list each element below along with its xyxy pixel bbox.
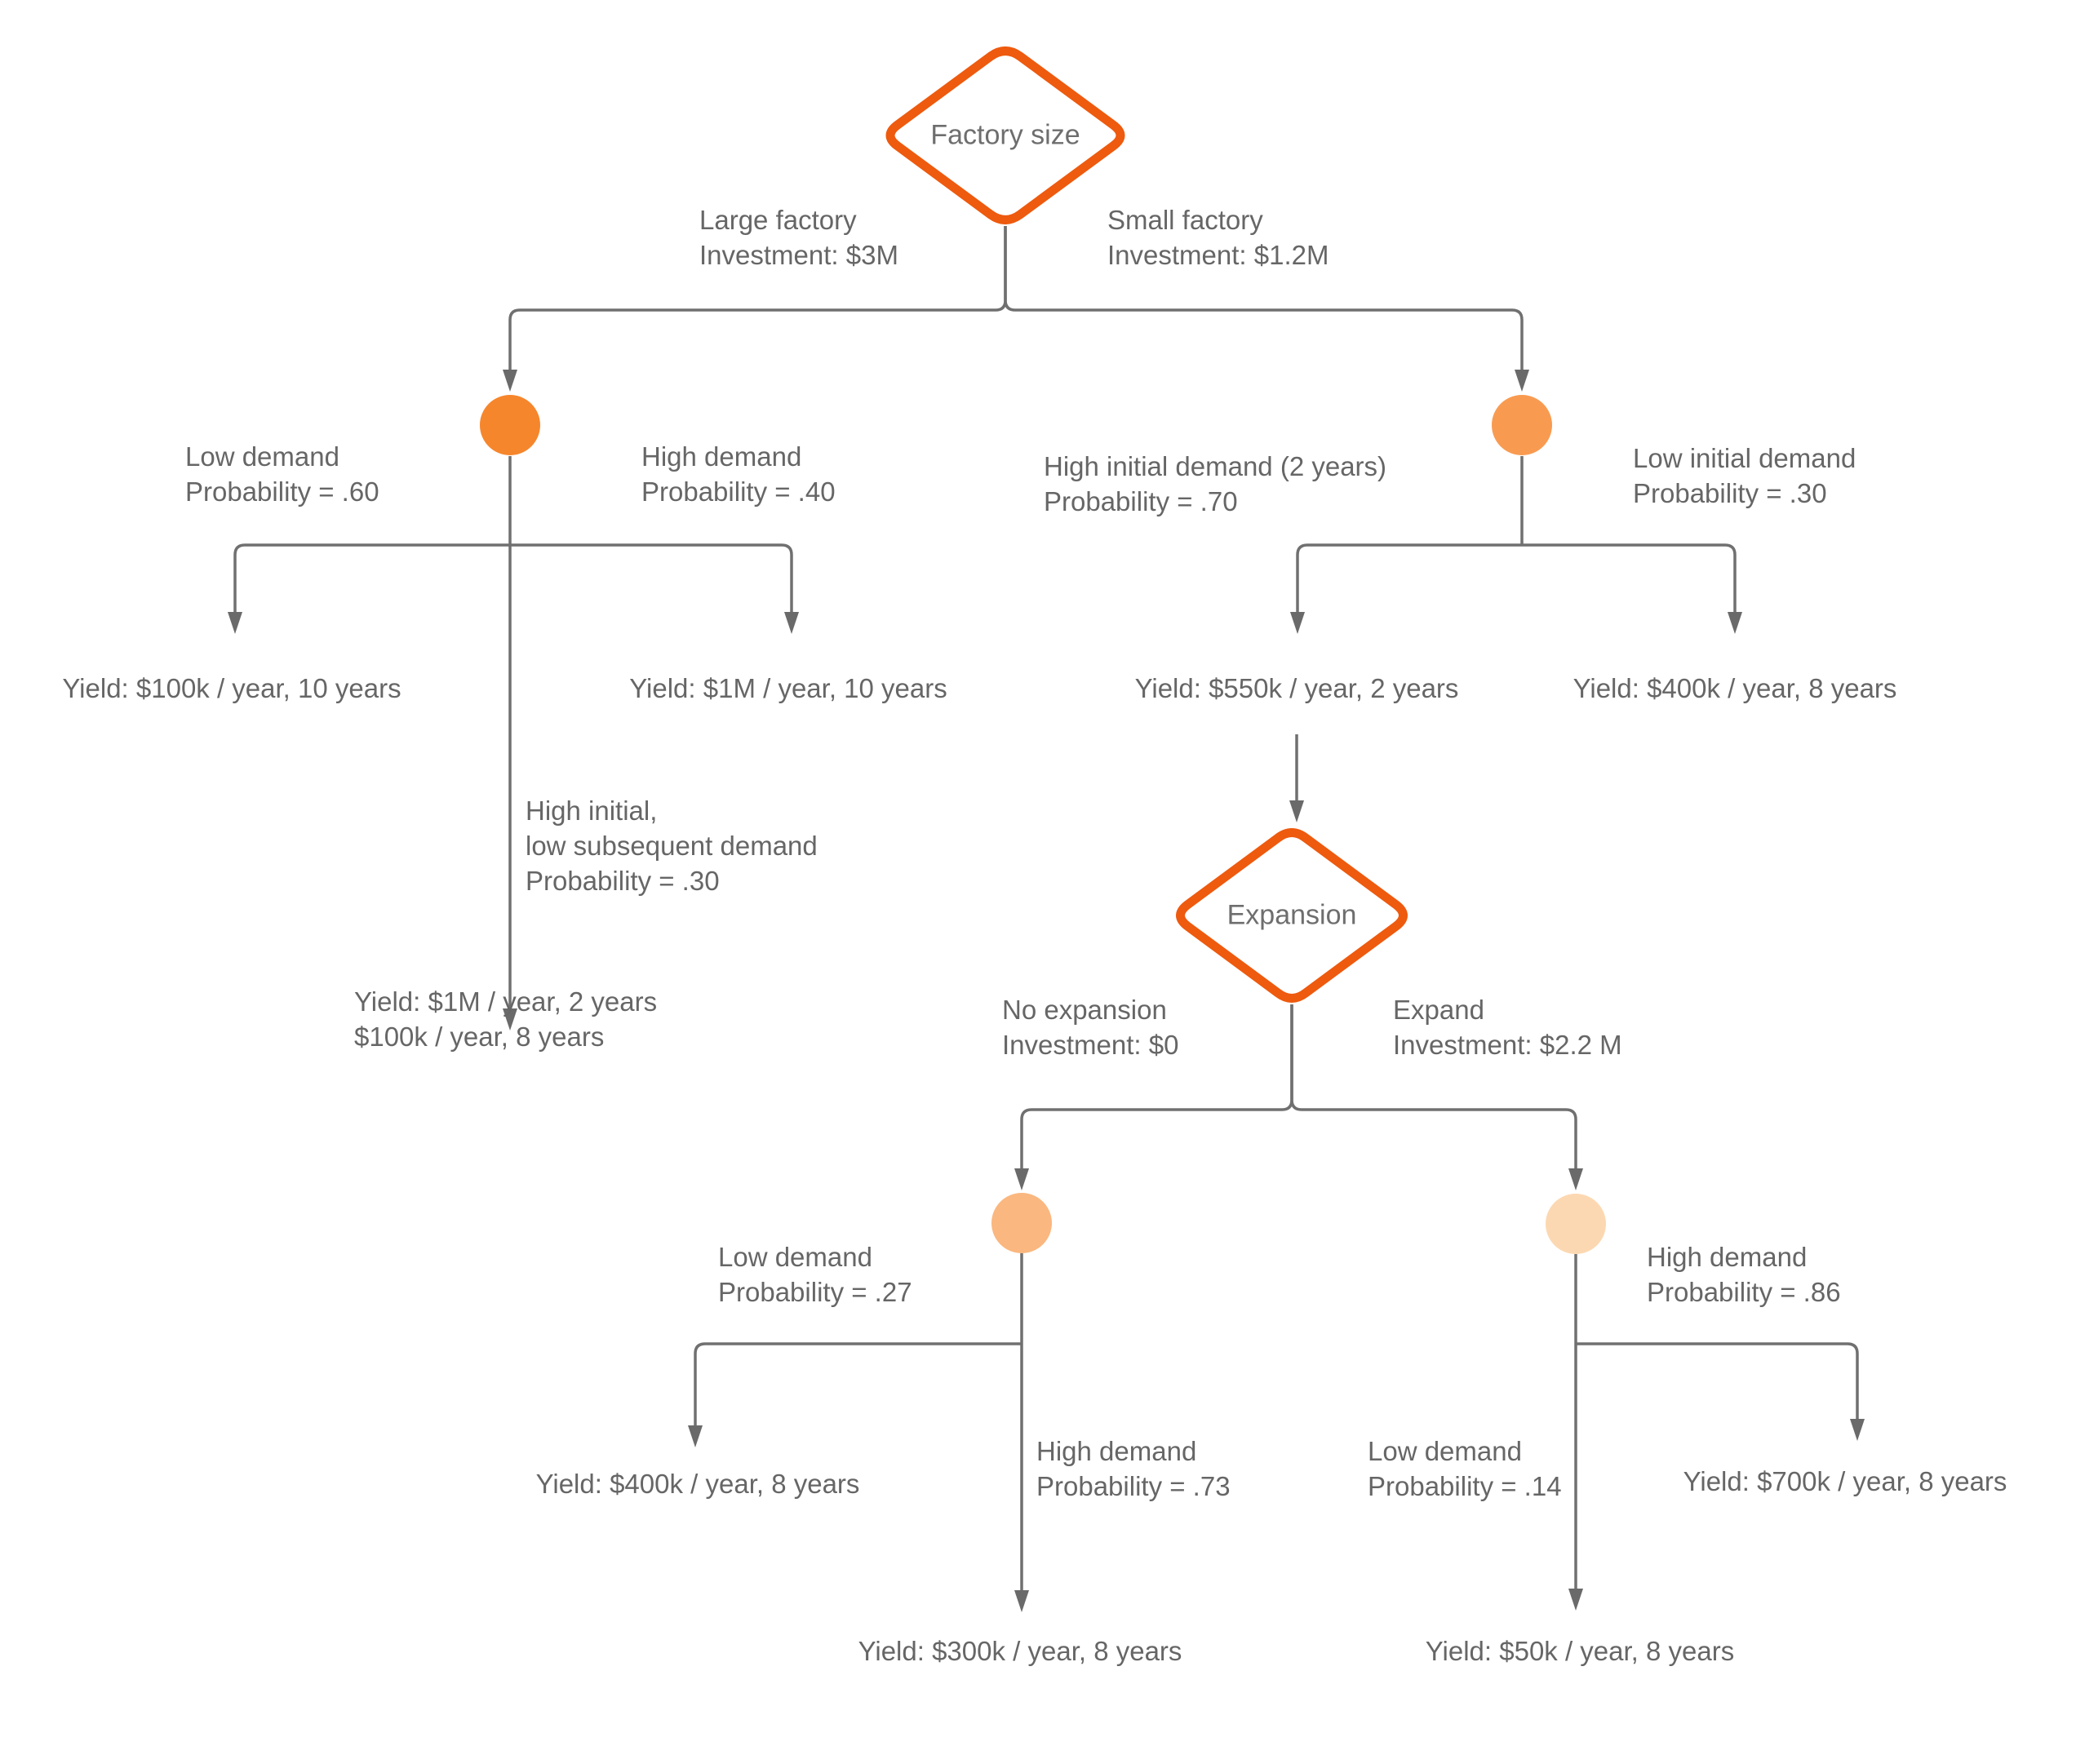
- branch-label-high-initial-low-subsequent: High initial, low subsequent demand Prob…: [526, 793, 818, 898]
- branch-label-line: Probability = .86: [1647, 1277, 1841, 1307]
- connector-large-split: [233, 543, 793, 612]
- arrowheads: [228, 370, 1865, 1612]
- branch-label-large-factory: Large factory Investment: $3M: [699, 202, 898, 273]
- branch-label-small-factory: Small factory Investment: $1.2M: [1107, 202, 1329, 273]
- branch-label-line: Low demand: [718, 1242, 872, 1272]
- branch-label-high-initial-demand-70: High initial demand (2 years) Probabilit…: [1044, 449, 1386, 519]
- connector-expansion-to-expand: [1290, 1004, 1577, 1168]
- outcome-no-exp-high: Yield: $300k / year, 8 years: [858, 1636, 1182, 1666]
- chance-node-no-expansion: [991, 1193, 1052, 1253]
- arrowhead: [1289, 800, 1304, 822]
- chance-node-expand: [1546, 1194, 1606, 1254]
- branch-label-line: Probability = .30: [526, 866, 720, 896]
- branch-label-expand: Expand Investment: $2.2 M: [1393, 992, 1622, 1062]
- arrowhead: [688, 1425, 703, 1447]
- connector-expand-right-arm: [1576, 1342, 1859, 1419]
- decision-node-factory-size: [885, 47, 1125, 224]
- outcome-small-high-initial: Yield: $550k / year, 2 years: [1134, 673, 1459, 703]
- chance-node-large-factory: [480, 395, 540, 455]
- arrowhead: [1014, 1168, 1029, 1190]
- branch-label-line: No expansion: [1002, 995, 1167, 1025]
- connector-root-to-small: [1004, 226, 1524, 371]
- arrowhead: [784, 612, 799, 634]
- branch-label-line: Probability = .30: [1633, 478, 1827, 508]
- branch-label-low-demand-27: Low demand Probability = .27: [718, 1239, 912, 1310]
- decision-label-expansion: Expansion: [1227, 899, 1357, 931]
- branch-label-line: Investment: $2.2 M: [1393, 1030, 1622, 1060]
- outcome-line: $100k / year, 8 years: [354, 1022, 605, 1052]
- arrowhead: [1728, 612, 1742, 634]
- arrowhead: [1568, 1589, 1583, 1611]
- arrowhead: [1014, 1590, 1029, 1612]
- branch-label-high-demand-40: High demand Probability = .40: [641, 439, 836, 509]
- outcome-exp-high: Yield: $700k / year, 8 years: [1683, 1466, 2007, 1496]
- branch-label-line: Probability = .27: [718, 1277, 912, 1307]
- arrowhead: [1515, 370, 1529, 392]
- connector-noexp-left-arm: [694, 1342, 1022, 1425]
- branch-label-line: High initial demand (2 years): [1044, 451, 1387, 481]
- branch-label-no-expansion: No expansion Investment: $0: [1002, 992, 1178, 1062]
- arrowhead: [503, 1008, 517, 1030]
- arrowhead: [1290, 612, 1305, 634]
- outcome-large-high-low: Yield: $1M / year, 2 years $100k / year,…: [354, 984, 657, 1054]
- branch-label-line: Probability = .40: [641, 476, 836, 507]
- branch-label-high-demand-73: High demand Probability = .73: [1036, 1434, 1231, 1504]
- outcome-small-low-initial: Yield: $400k / year, 8 years: [1573, 673, 1897, 703]
- branch-label-low-initial-demand-30: Low initial demand Probability = .30: [1633, 441, 1856, 511]
- branch-label-line: Low demand: [185, 441, 339, 472]
- outcome-line: Yield: $1M / year, 2 years: [354, 986, 658, 1017]
- branch-label-line: Small factory: [1107, 205, 1263, 235]
- branch-label-low-demand-60: Low demand Probability = .60: [185, 439, 379, 509]
- decision-node-expansion: [1176, 828, 1408, 1003]
- branch-label-line: Probability = .60: [185, 476, 379, 507]
- branch-label-line: High demand: [1647, 1242, 1808, 1272]
- connector-lines: [233, 226, 1859, 1590]
- chance-node-small-factory: [1492, 395, 1552, 455]
- branch-label-high-demand-86: High demand Probability = .86: [1647, 1239, 1841, 1310]
- branch-label-line: High demand: [641, 441, 802, 472]
- branch-label-line: Probability = .70: [1044, 486, 1238, 516]
- branch-label-line: Investment: $0: [1002, 1030, 1179, 1060]
- connector-small-split: [1296, 543, 1737, 612]
- branch-label-line: Large factory: [699, 205, 857, 235]
- branch-label-line: Investment: $1.2M: [1107, 240, 1329, 270]
- branch-label-line: Low initial demand: [1633, 443, 1856, 473]
- branch-label-line: Probability = .73: [1036, 1471, 1231, 1501]
- arrowhead: [228, 612, 242, 634]
- arrowhead: [503, 370, 517, 392]
- outcome-exp-low: Yield: $50k / year, 8 years: [1425, 1636, 1735, 1666]
- branch-label-line: Probability = .14: [1368, 1471, 1562, 1501]
- outcome-large-low: Yield: $100k / year, 10 years: [62, 673, 401, 703]
- outcome-large-high: Yield: $1M / year, 10 years: [629, 673, 947, 703]
- branch-label-line: Investment: $3M: [699, 240, 898, 270]
- branch-label-line: High demand: [1036, 1436, 1197, 1466]
- arrowhead: [1568, 1168, 1583, 1190]
- decision-label-factory-size: Factory size: [930, 119, 1080, 151]
- branch-label-line: Expand: [1393, 995, 1484, 1025]
- outcome-no-exp-low: Yield: $400k / year, 8 years: [535, 1469, 860, 1499]
- branch-label-line: High initial,: [526, 796, 658, 826]
- arrowhead: [1850, 1419, 1865, 1441]
- branch-label-line: low subsequent demand: [526, 831, 818, 861]
- branch-label-low-demand-14: Low demand Probability = .14: [1368, 1434, 1562, 1504]
- branch-label-line: Low demand: [1368, 1436, 1522, 1466]
